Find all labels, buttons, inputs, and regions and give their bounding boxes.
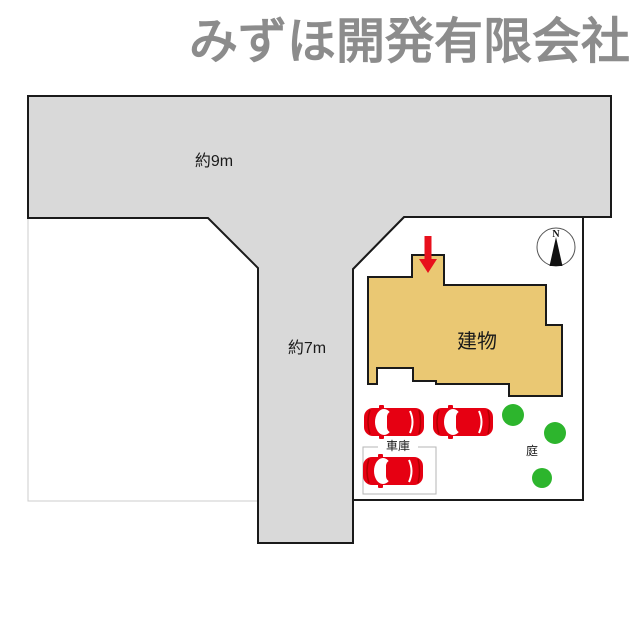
road-width-side-label: 約7m [287, 340, 327, 357]
building-label: 建物 [457, 331, 497, 353]
building-shape [367, 254, 563, 397]
page-title: みずほ開発有限会社 [188, 13, 630, 70]
road-width-top-label: 約9m [194, 153, 234, 170]
car-icon [432, 404, 494, 440]
car-icon [362, 453, 424, 489]
road-shape [27, 95, 612, 544]
car-icon [363, 404, 425, 440]
left-lot [27, 217, 259, 502]
compass-needle-icon [549, 237, 563, 266]
compass-icon: N [536, 227, 576, 267]
garage-label: 車庫 [378, 440, 418, 453]
tree-icon [502, 404, 524, 426]
compass-north-label: N [552, 229, 560, 240]
tree-icon [544, 422, 566, 444]
garden-label: 庭 [525, 444, 538, 458]
tree-icon [532, 468, 552, 488]
entrance-arrow-icon [419, 236, 437, 273]
